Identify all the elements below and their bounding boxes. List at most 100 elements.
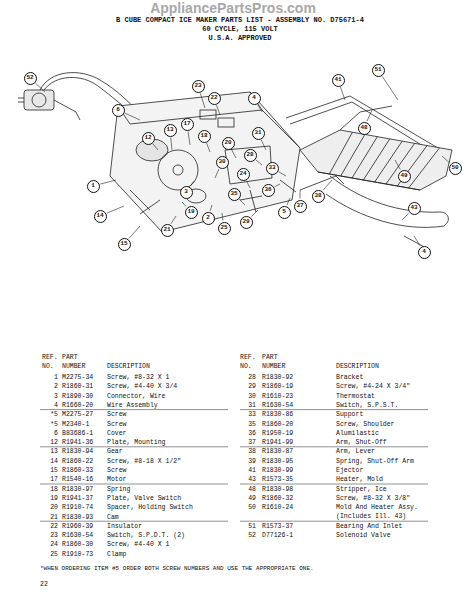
column-header: PART NUMBER: [62, 353, 90, 371]
part-number: R1860-22: [62, 457, 93, 466]
title: B CUBE COMPACT ICE MAKER PARTS LIST - AS…: [116, 16, 364, 25]
part-description: Connector, Wire: [107, 392, 166, 401]
row-separator: [40, 484, 228, 485]
drawing-stroke: [363, 139, 389, 180]
part-number: M2275-27: [62, 410, 93, 419]
callout-number: 50: [449, 162, 462, 175]
part-number: R1830-99: [262, 466, 293, 475]
drawing-stroke: [158, 150, 198, 190]
part-number: M2340-1: [62, 420, 89, 429]
leader-line: [222, 213, 223, 221]
callout-number: 33: [266, 162, 279, 175]
leader-line: [100, 180, 116, 184]
leader-line: [287, 198, 290, 205]
leader-line: [239, 199, 245, 205]
part-description: Cover: [107, 429, 127, 438]
ref-number: 31: [248, 401, 256, 410]
part-description: Switch, S.P.S.T.: [336, 401, 424, 410]
drawing-stroke: [280, 180, 296, 192]
callout-text: 28: [246, 152, 253, 158]
leader-line: [153, 144, 158, 150]
callout-text: 15: [120, 241, 127, 247]
leader-line: [188, 131, 190, 145]
housing: [110, 92, 300, 232]
drawing-stroke: [130, 190, 160, 214]
part-number: D77126-1: [262, 531, 293, 540]
ref-number: 30: [248, 392, 256, 401]
ref-number: 23: [50, 531, 58, 540]
part-number: R1830-86: [262, 410, 293, 419]
callout-text: 14: [96, 213, 103, 219]
ref-number: 2: [54, 382, 58, 391]
part-description: Wire Assembly: [107, 401, 158, 410]
part-number: R1860-20: [262, 420, 293, 429]
part-number: R1573-35: [262, 475, 293, 484]
leader-line: [414, 236, 420, 246]
callout-text: 3: [184, 189, 188, 195]
ref-number: 3: [54, 392, 58, 401]
callout-number: 13: [164, 124, 177, 137]
callout-number: 38: [312, 190, 325, 203]
ref-number: 12: [50, 438, 58, 447]
part-number: R1860-33: [62, 466, 93, 475]
part-number: R1860-32: [262, 494, 293, 503]
part-number: R1830-95: [262, 457, 293, 466]
part-number: R1610-23: [262, 392, 293, 401]
leader-line: [35, 83, 45, 92]
part-description: Plate, Mounting: [107, 438, 166, 447]
callout-number: 37: [294, 200, 307, 213]
leader-line: [216, 105, 220, 115]
part-description: Screw, #4-24 X 3/4": [336, 382, 424, 391]
part-description: Arm, Shut-Off: [336, 438, 424, 447]
part-description: Arm, Lever: [336, 447, 424, 456]
callout-text: 23: [194, 83, 201, 89]
ref-number: 13: [50, 447, 58, 456]
column-header: REF. NO.: [42, 353, 59, 371]
part-number: R1830-93: [62, 513, 93, 522]
drawing-stroke: [200, 110, 216, 119]
callout-text: 18: [200, 133, 207, 139]
drawing-stroke: [18, 98, 24, 102]
ref-number: 28: [248, 373, 256, 382]
leader-line: [246, 181, 250, 188]
part-description: Plate, Valve Switch: [107, 494, 181, 503]
leader-line: [107, 206, 124, 213]
part-description: Alumilastic: [336, 429, 424, 438]
mold-ribs: [329, 132, 439, 188]
part-description: Insulator: [107, 522, 142, 531]
part-number: R1960-39: [62, 522, 93, 531]
ref-number: 19: [50, 494, 58, 503]
leader-line: [182, 202, 186, 206]
part-number: B83686-1: [62, 429, 93, 438]
part-number: R1830-92: [262, 373, 293, 382]
ref-number: 43: [248, 475, 256, 484]
ref-number: 15: [50, 466, 58, 475]
callout-number: 12: [142, 132, 155, 145]
leader-line: [442, 156, 449, 163]
part-number: R1830-97: [62, 485, 93, 494]
callout-number: 6: [112, 104, 125, 117]
part-description: Screw, #4-40 X 1: [107, 540, 169, 549]
callout-text: 51: [374, 67, 381, 73]
callout-text: 30: [218, 159, 225, 165]
column-header: REF. NO.: [240, 353, 257, 371]
callout-number: 52: [24, 72, 37, 85]
ref-number: 37: [248, 438, 256, 447]
callout-number: 22: [208, 92, 221, 105]
row-separator: [240, 446, 428, 447]
callout-number: 28: [244, 149, 257, 162]
ref-number: 4: [54, 401, 58, 410]
callout-text: 22: [210, 95, 217, 101]
column-header: DESCRIPTION: [336, 362, 379, 371]
callout-text: 24: [239, 171, 246, 177]
footnote: *WHEN ORDERING ITEM #5 ORDER BOTH SCREW …: [40, 565, 314, 573]
part-description: Mold And Heater Assy. (Includes Ill. 43): [336, 503, 424, 521]
callout-text: 13: [166, 127, 173, 133]
callout-text: 43: [410, 205, 417, 211]
callout-text: 36: [264, 187, 271, 193]
callout-number: 2: [202, 212, 215, 225]
leader-line: [402, 213, 409, 220]
subtitle: U.S.A. APPROVED: [208, 34, 271, 43]
drawing-stroke: [386, 143, 415, 184]
